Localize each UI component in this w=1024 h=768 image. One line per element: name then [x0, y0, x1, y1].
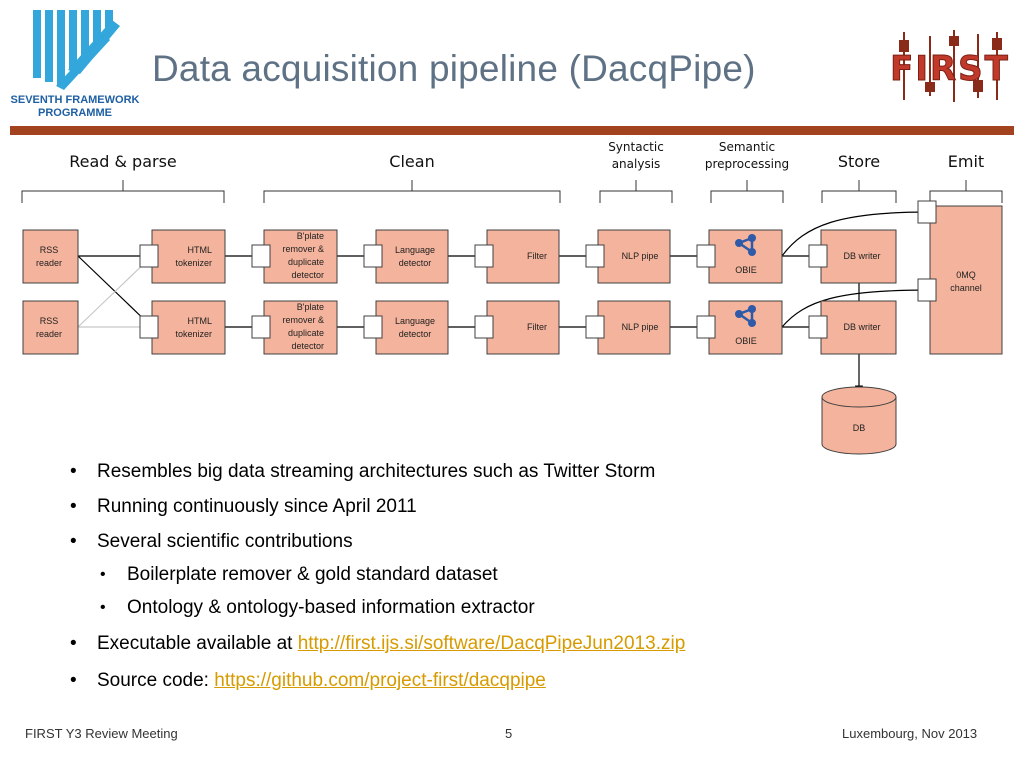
language-detector-label-2b: detector — [399, 329, 432, 339]
html-tokenizer-label-1a: HTML — [188, 245, 213, 255]
bullet-item: • Executable available at http://first.i… — [70, 633, 686, 654]
language-detector-box-1 — [375, 229, 449, 284]
stage-clean: Clean — [389, 152, 434, 171]
bullet-text: Executable available at — [97, 633, 298, 654]
obie-network-icon-1 — [735, 234, 756, 256]
zmq-label-a: 0MQ — [956, 270, 976, 280]
brace-emit — [929, 180, 1003, 203]
rss-reader-box-1 — [22, 229, 79, 284]
bullet-item: • Source code: https://github.com/projec… — [70, 670, 546, 691]
title-rule — [10, 126, 1014, 135]
footer-page-number: 5 — [505, 726, 513, 741]
obie-network-icon-2 — [735, 305, 756, 327]
stage-semantic-line2: preprocessing — [705, 157, 789, 171]
footer-left: FIRST Y3 Review Meeting — [25, 726, 178, 741]
bullet-item: • Resembles big data streaming architect… — [70, 455, 970, 490]
db-cylinder — [821, 397, 897, 455]
fp7-logo-line1: SEVENTH FRAMEWORK — [11, 94, 140, 106]
fp7-seven-graphic — [33, 10, 120, 90]
obie-label-2: OBIE — [735, 336, 757, 346]
bullet-item: • Several scientific contributions — [70, 525, 970, 559]
rss-reader-label-2b: reader — [36, 329, 62, 339]
db-label: DB — [853, 423, 866, 433]
footer-right: Luxembourg, Nov 2013 — [842, 726, 978, 741]
stage-syntactic-line1: Syntactic — [608, 140, 664, 154]
executable-link[interactable]: http://first.ijs.si/software/DacqPipeJun… — [297, 633, 686, 654]
bullet-text: Several scientific contributions — [97, 531, 353, 552]
sub-bullet-item: • Boilerplate remover & gold standard da… — [100, 559, 970, 592]
rss-reader-label-1a: RSS — [40, 245, 59, 255]
html-tokenizer-label-2b: tokenizer — [175, 329, 212, 339]
nlp-pipe-box-1 — [597, 229, 671, 284]
bplate-box-1 — [263, 229, 338, 284]
brace-syntactic — [599, 180, 673, 203]
obie-box-2 — [708, 300, 783, 355]
html-tokenizer-box-1 — [151, 229, 226, 284]
bplate-label-1d: detector — [291, 270, 324, 280]
html-tokenizer-box-2 — [151, 300, 226, 355]
nlp-pipe-label-1: NLP pipe — [622, 251, 659, 261]
fp7-logo: SEVENTH FRAMEWORK PROGRAMME — [11, 10, 140, 119]
bplate-label-2b: remover & — [282, 315, 324, 325]
bullet-item: • Running continuously since April 2011 — [70, 490, 970, 525]
fp7-logo-line2: PROGRAMME — [38, 107, 112, 119]
bplate-label-2a: B'plate — [297, 302, 324, 312]
bplate-label-1c: duplicate — [288, 257, 324, 267]
html-tokenizer-label-2a: HTML — [188, 316, 213, 326]
zmq-channel-box — [929, 205, 1003, 355]
db-writer-label-2: DB writer — [843, 322, 880, 332]
rss-reader-label-1b: reader — [36, 258, 62, 268]
stage-emit: Emit — [948, 152, 984, 171]
first-logo-text: FIRST — [890, 49, 1010, 89]
source-code-link[interactable]: https://github.com/project-first/dacqpip… — [214, 670, 546, 691]
brace-read-parse — [21, 180, 225, 203]
bplate-label-2c: duplicate — [288, 328, 324, 338]
rss-reader-label-2a: RSS — [40, 316, 59, 326]
bullet-list: • Resembles big data streaming architect… — [70, 455, 970, 699]
filter-box-1 — [486, 229, 560, 284]
stage-store: Store — [838, 152, 880, 171]
sub-bullet-item: • Ontology & ontology-based information … — [100, 592, 970, 627]
bullet-text: Ontology & ontology-based information ex… — [127, 597, 535, 618]
db-writer-box-2 — [820, 300, 897, 355]
bplate-label-2d: detector — [291, 341, 324, 351]
nlp-pipe-label-2: NLP pipe — [622, 322, 659, 332]
db-writer-box-1 — [820, 229, 897, 284]
nlp-pipe-box-2 — [597, 300, 671, 355]
bullet-text: Boilerplate remover & gold standard data… — [127, 564, 498, 585]
filter-label-2: Filter — [527, 322, 547, 332]
bplate-box-2 — [263, 300, 338, 355]
language-detector-label-1b: detector — [399, 258, 432, 268]
bplate-label-1b: remover & — [282, 244, 324, 254]
bullet-text: Source code: — [97, 670, 215, 691]
pipeline-diagram: Read & parse Clean Syntactic analysis Se… — [21, 140, 1003, 455]
filter-label-1: Filter — [527, 251, 547, 261]
language-detector-label-2a: Language — [395, 316, 435, 326]
db-cylinder-top — [821, 386, 897, 408]
bullet-text: Running continuously since April 2011 — [97, 496, 417, 517]
brace-semantic — [710, 180, 784, 203]
brace-clean — [263, 180, 561, 203]
first-logo: FIRST — [890, 30, 1010, 102]
brace-store — [821, 180, 897, 203]
rss-reader-box-2 — [22, 300, 79, 355]
stage-syntactic-line2: analysis — [612, 157, 661, 171]
bplate-label-1a: B'plate — [297, 231, 324, 241]
bullet-text: Resembles big data streaming architectur… — [97, 461, 656, 482]
slide-title: Data acquisition pipeline (DacqPipe) — [152, 48, 756, 89]
filter-box-2 — [486, 300, 560, 355]
obie-box-1 — [708, 229, 783, 284]
stage-semantic-line1: Semantic — [719, 140, 775, 154]
stage-read-parse: Read & parse — [69, 152, 177, 171]
language-detector-box-2 — [375, 300, 449, 355]
language-detector-label-1a: Language — [395, 245, 435, 255]
obie-label-1: OBIE — [735, 265, 757, 275]
zmq-label-b: channel — [950, 283, 982, 293]
html-tokenizer-label-1b: tokenizer — [175, 258, 212, 268]
db-writer-label-1: DB writer — [843, 251, 880, 261]
